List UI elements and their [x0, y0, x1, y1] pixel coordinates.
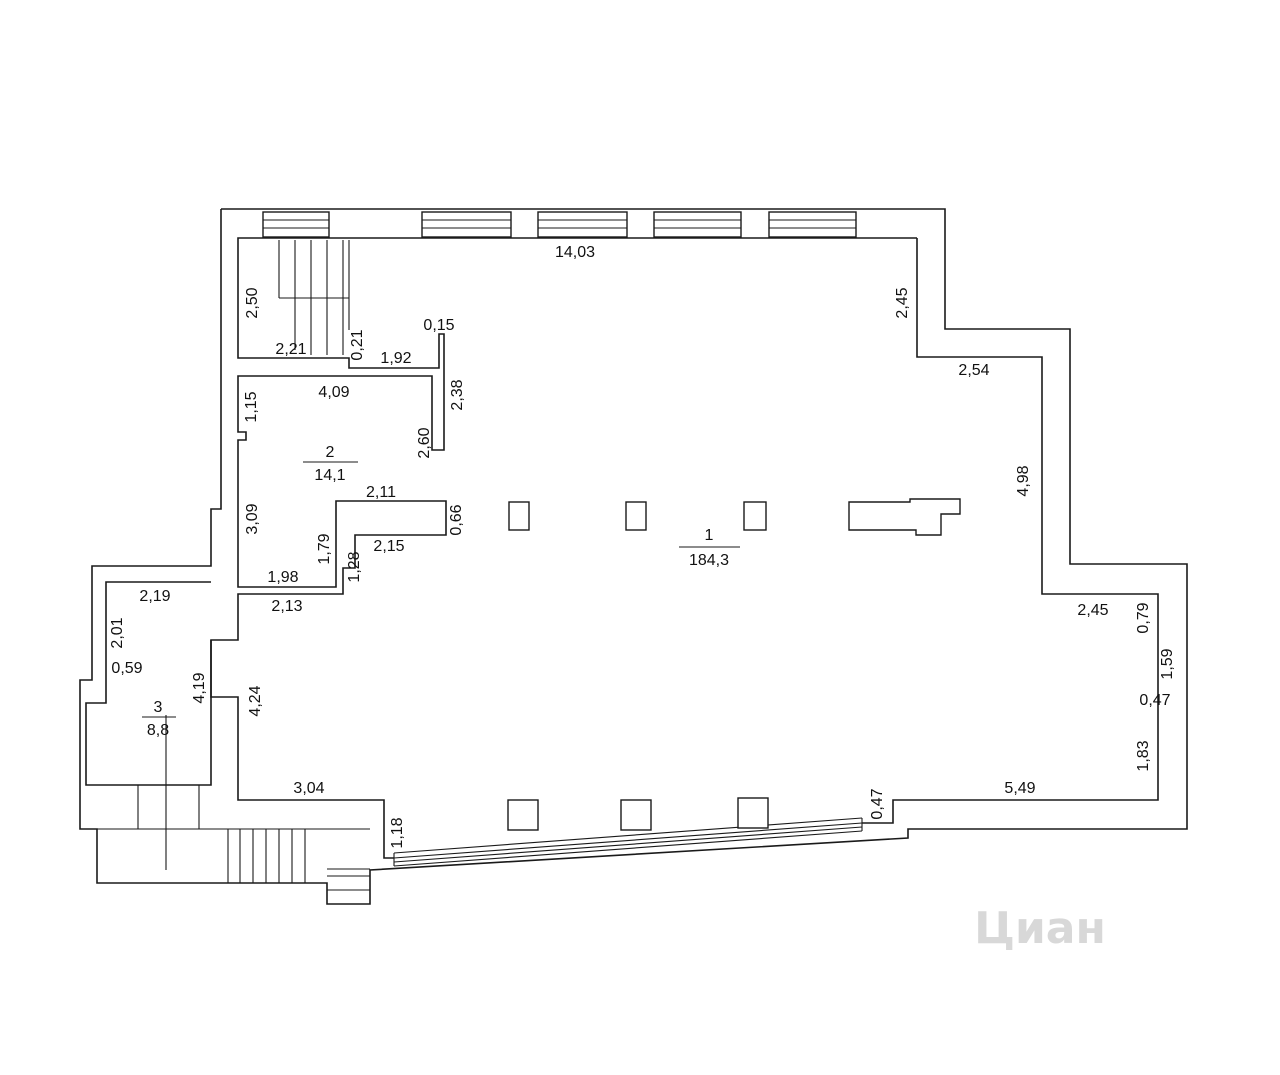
inner-wall-room-1 [862, 238, 1159, 824]
top-window-4 [653, 211, 742, 238]
column [507, 799, 539, 831]
dimension-label: 1,28 [346, 551, 363, 582]
dimension-label: 0,59 [111, 660, 142, 677]
room-number-2: 2 [326, 444, 335, 461]
column [743, 501, 767, 531]
dimension-label: 1,79 [316, 533, 333, 564]
staircase-top-left [278, 240, 350, 355]
staircase-bottom-left [80, 715, 370, 891]
dimension-label: 2,15 [373, 538, 404, 555]
column [625, 501, 647, 531]
dimension-label: 1,59 [1159, 648, 1176, 679]
dimension-label: 2,60 [416, 427, 433, 458]
dimension-label: 4,98 [1015, 465, 1032, 496]
room-label-3: 3 8,8 [142, 699, 176, 739]
dimension-label: 0,47 [869, 788, 886, 819]
column [508, 501, 530, 531]
dimension-label: 2,45 [1077, 602, 1108, 619]
room-number-3: 3 [154, 699, 163, 716]
dimension-label: 3,09 [244, 503, 261, 534]
top-window-lines [422, 219, 856, 229]
room-number-1: 1 [705, 527, 714, 544]
top-window-3 [537, 211, 628, 238]
top-window-2 [421, 211, 512, 238]
dimension-label: 1,18 [389, 817, 406, 848]
dimension-label: 1,83 [1135, 740, 1152, 771]
column-block [848, 498, 961, 536]
dimension-label: 2,01 [109, 617, 126, 648]
dimension-label: 2,21 [275, 341, 306, 358]
watermark-text: Циан [974, 903, 1106, 954]
dimension-label: 0,66 [448, 504, 465, 535]
dimension-label: 0,21 [349, 329, 366, 360]
dimension-labels: 14,03 2,45 2,54 4,98 2,45 0,79 1,59 0,47… [109, 244, 1176, 849]
dimension-label: 1,98 [267, 569, 298, 586]
dimension-label: 4,19 [191, 672, 208, 703]
dimension-label: 0,79 [1135, 602, 1152, 633]
dimension-label: 14,03 [555, 244, 595, 261]
dimension-label: 2,11 [366, 484, 396, 501]
outer-wall [79, 208, 1188, 905]
dimension-label: 2,45 [894, 287, 911, 318]
dimension-label: 4,24 [247, 685, 264, 716]
dimension-label: 3,04 [293, 780, 324, 797]
dimension-label: 0,15 [423, 317, 454, 334]
dimension-label: 0,47 [1139, 692, 1170, 709]
top-window-5 [768, 211, 857, 238]
room-label-2: 2 14,1 [303, 444, 358, 484]
dimension-label: 2,13 [271, 598, 302, 615]
room-area-2: 14,1 [314, 467, 345, 484]
dimension-label: 5,49 [1004, 780, 1035, 797]
bottom-window [393, 817, 863, 867]
column [737, 797, 769, 829]
dimension-label: 2,54 [958, 362, 989, 379]
top-window-1 [262, 211, 330, 238]
room-area-3: 8,8 [147, 722, 169, 739]
room-3-wall [85, 581, 212, 786]
dimension-label: 1,15 [243, 391, 260, 422]
dimension-label: 2,38 [449, 379, 466, 410]
room-area-1: 184,3 [689, 552, 729, 569]
dimension-label: 2,19 [139, 588, 170, 605]
dimension-label: 2,50 [244, 287, 261, 318]
top-window-1-lines [263, 219, 329, 229]
column [620, 799, 652, 831]
dimension-label: 4,09 [318, 384, 349, 401]
room-label-1: 1 184,3 [679, 527, 740, 569]
dimension-label: 1,92 [380, 350, 411, 367]
